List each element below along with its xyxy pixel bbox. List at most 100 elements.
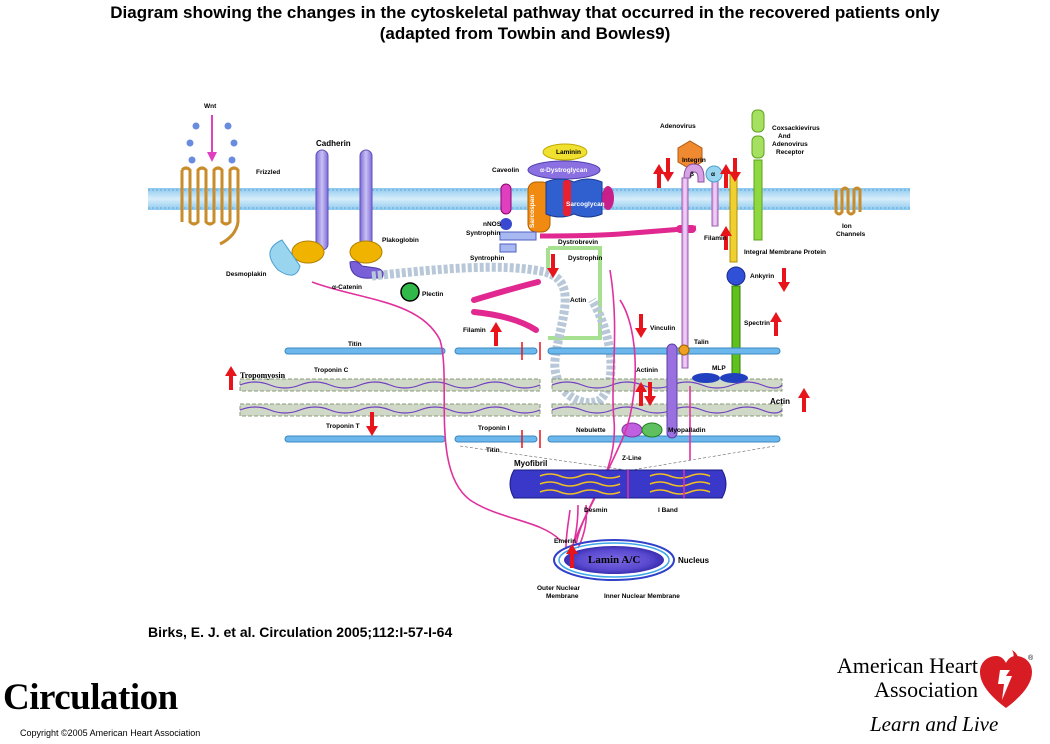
emerin-label: Emerin	[554, 538, 576, 545]
filamin-membrane-down-arrow	[729, 158, 741, 182]
frizzled-label: Frizzled	[256, 169, 280, 176]
tropomyosin-up-arrow	[225, 366, 237, 390]
sarcospan-label: Sarcospan	[529, 195, 536, 228]
titin-top-label: Titin	[348, 341, 362, 348]
aha-name: American Heart Association	[812, 654, 978, 702]
integrin-label: Integrin	[682, 157, 706, 164]
sarcoglycan-label: Sarcoglycan	[566, 201, 605, 208]
tropomyosin-label: Tropomyosin	[240, 371, 286, 380]
integrin	[681, 163, 723, 369]
desmoplakin-junction	[291, 240, 325, 264]
dystrophin	[546, 246, 602, 340]
dystrophin-label: Dystrophin	[568, 255, 602, 262]
nnos-label: nNOS	[483, 221, 502, 228]
filamin-left-up-arrow	[490, 322, 502, 346]
mlp-right	[720, 373, 748, 383]
coxsackievirus-adenovirus-receptor	[751, 109, 765, 241]
actinin-label: Actinin	[636, 367, 658, 374]
mlp-left	[692, 373, 720, 383]
myopalladin	[641, 422, 663, 438]
wnt-ligand	[186, 115, 238, 164]
aha-trademark: ®	[1028, 654, 1034, 662]
myofibril-label: Myofibril	[514, 459, 547, 468]
desmin-label: Desmin	[584, 507, 608, 514]
filamin-right-label: Filamin	[704, 235, 727, 242]
plakoglobin-label: Plakoglobin	[382, 237, 419, 244]
aha-heart-torch-logo: ®	[980, 650, 1034, 708]
integrin-beta-label: β	[690, 171, 694, 178]
talin-label: Talin	[694, 339, 709, 346]
adenovirus-label: Adenovirus	[660, 123, 696, 130]
troponin-c-label: Troponin C	[314, 367, 349, 374]
lamin-label: Lamin A/C	[588, 554, 640, 566]
cadherin	[315, 149, 373, 251]
journal-logo: Circulation	[3, 677, 178, 718]
myofibril	[459, 445, 776, 499]
ankyrin-label: Ankyrin	[750, 273, 774, 280]
troponin-t-down-arrow	[366, 412, 378, 436]
z-line-label: Z-Line	[622, 455, 642, 462]
integrin-alpha-label: α	[711, 171, 715, 178]
syntrophin-label: Syntrophin	[466, 230, 500, 237]
z-line-markers	[521, 342, 541, 448]
i-band-label: I Band	[658, 507, 678, 514]
lamin-up-arrow	[566, 544, 578, 568]
figure-title: Diagram showing the changes in the cytos…	[0, 2, 1050, 44]
integrin-up-arrow	[653, 164, 665, 188]
troponin-t-label: Troponin T	[326, 423, 360, 430]
figure-title-line2: (adapted from Towbin and Bowles9)	[379, 24, 671, 43]
actin-up-arrow	[798, 388, 810, 412]
cadherin-label: Cadherin	[316, 139, 351, 148]
troponin-i-label: Troponin I	[478, 425, 510, 432]
aha-name-line2: Association	[874, 677, 978, 702]
filamin-membrane-up-arrow	[720, 164, 732, 188]
filamin-left	[471, 279, 541, 333]
talin	[678, 344, 690, 356]
plectin-label: Plectin	[422, 291, 443, 298]
actin-right-label: Actin	[770, 397, 790, 406]
nebulette-label: Nebulette	[576, 427, 606, 434]
integral-membrane-protein	[729, 171, 738, 263]
filamin-right-up-arrow	[720, 226, 732, 250]
desmoplakin	[269, 239, 301, 276]
laminin-label: Laminin	[556, 149, 581, 156]
dystrophin-down-arrow	[547, 254, 559, 278]
actinin-up-arrow	[635, 382, 647, 406]
mlp-label: MLP	[712, 365, 726, 372]
ankyrin-down-arrow	[778, 268, 790, 292]
nucleus	[553, 539, 675, 581]
copyright: Copyright ©2005 American Heart Associati…	[20, 728, 201, 738]
nucleus-label: Nucleus	[678, 556, 710, 565]
titin-bottom-label: Titin	[486, 447, 500, 454]
figure-title-line1: Diagram showing the changes in the cytos…	[110, 3, 940, 22]
filamin-left-label: Filamin	[463, 327, 486, 334]
spectrin	[731, 285, 741, 385]
myopalladin-label: Myopalladin	[668, 427, 706, 434]
actin-top-label: Actin	[570, 297, 586, 304]
vinculin-label: Vinculin	[650, 325, 675, 332]
ion-channels	[834, 186, 862, 216]
syntrophin-label-2: Syntrophin	[470, 255, 504, 262]
spectrin-label: Spectrin	[744, 320, 770, 327]
regulation-arrows	[225, 158, 810, 568]
wnt-label: Wnt	[204, 103, 217, 110]
desmin-lines	[311, 269, 637, 549]
citation: Birks, E. J. et al. Circulation 2005;112…	[148, 624, 453, 640]
integrin-down-arrow	[662, 158, 674, 182]
frizzled-receptor	[180, 166, 240, 246]
caveolin-label: Caveolin	[492, 167, 519, 174]
spectrin-up-arrow	[770, 312, 782, 336]
integral-membrane-label: Integral Membrane Protein	[744, 249, 826, 256]
thin-filaments	[239, 378, 783, 417]
desmoplakin-label: Desmoplakin	[226, 271, 266, 278]
dystroglycan-complex	[499, 143, 697, 253]
vinculin-down-arrow	[635, 314, 647, 338]
titin-top-row	[284, 347, 781, 355]
titin-bottom-row	[284, 435, 781, 443]
plectin	[400, 282, 420, 302]
aha-name-line1: American Heart	[836, 653, 978, 678]
plakoglobin-junction	[349, 240, 383, 264]
